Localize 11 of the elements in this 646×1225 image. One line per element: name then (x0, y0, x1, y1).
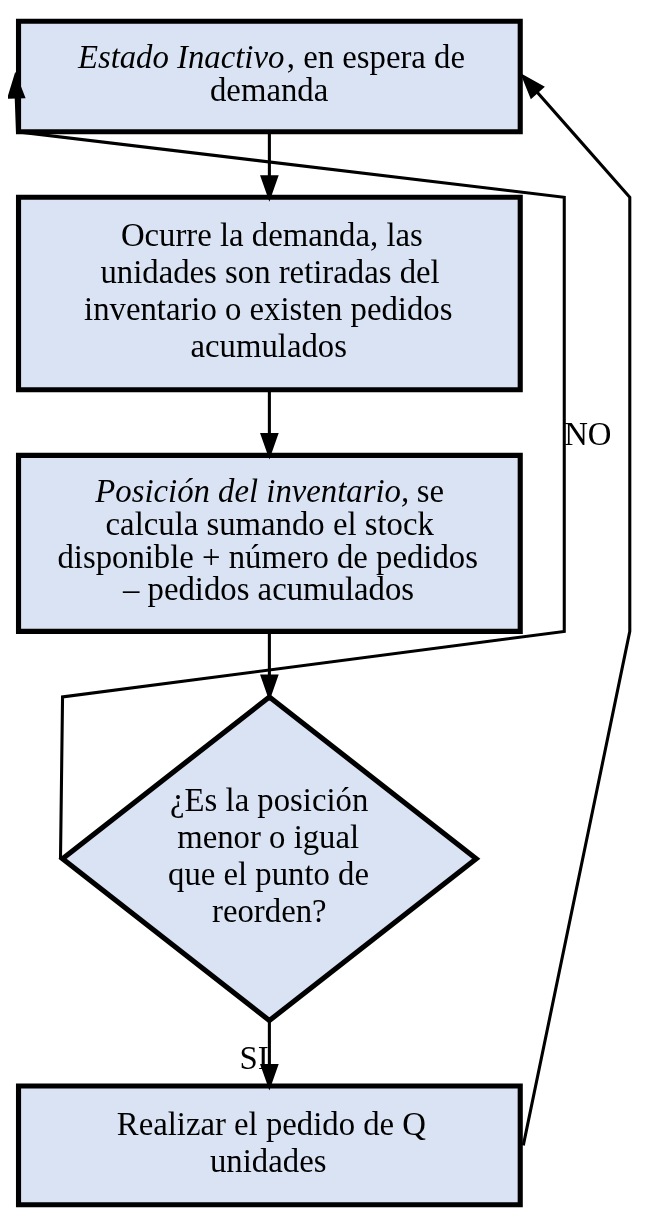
arrow (260, 389, 279, 460)
node-diamond: ¿Es la posición menor o igual que el punto de reorden? (58, 693, 481, 1024)
node-box: Ocurre la demanda, las unidades son retiradas del inventario o existen pedidos acumulados (15, 194, 523, 392)
arrow (520, 72, 632, 1146)
arrow (260, 131, 279, 202)
node-box: Estado Inactivo, en espera de demanda (15, 18, 523, 134)
node-box: Posición del inventario, se calcula sumando el stock disponible + número de pedidos – pedidos acumulados (15, 452, 523, 634)
arrow (8, 71, 566, 859)
node-box: Realizar el pedido de Q unidades (15, 1083, 523, 1207)
arrow (260, 631, 279, 701)
arrow (260, 1020, 279, 1091)
